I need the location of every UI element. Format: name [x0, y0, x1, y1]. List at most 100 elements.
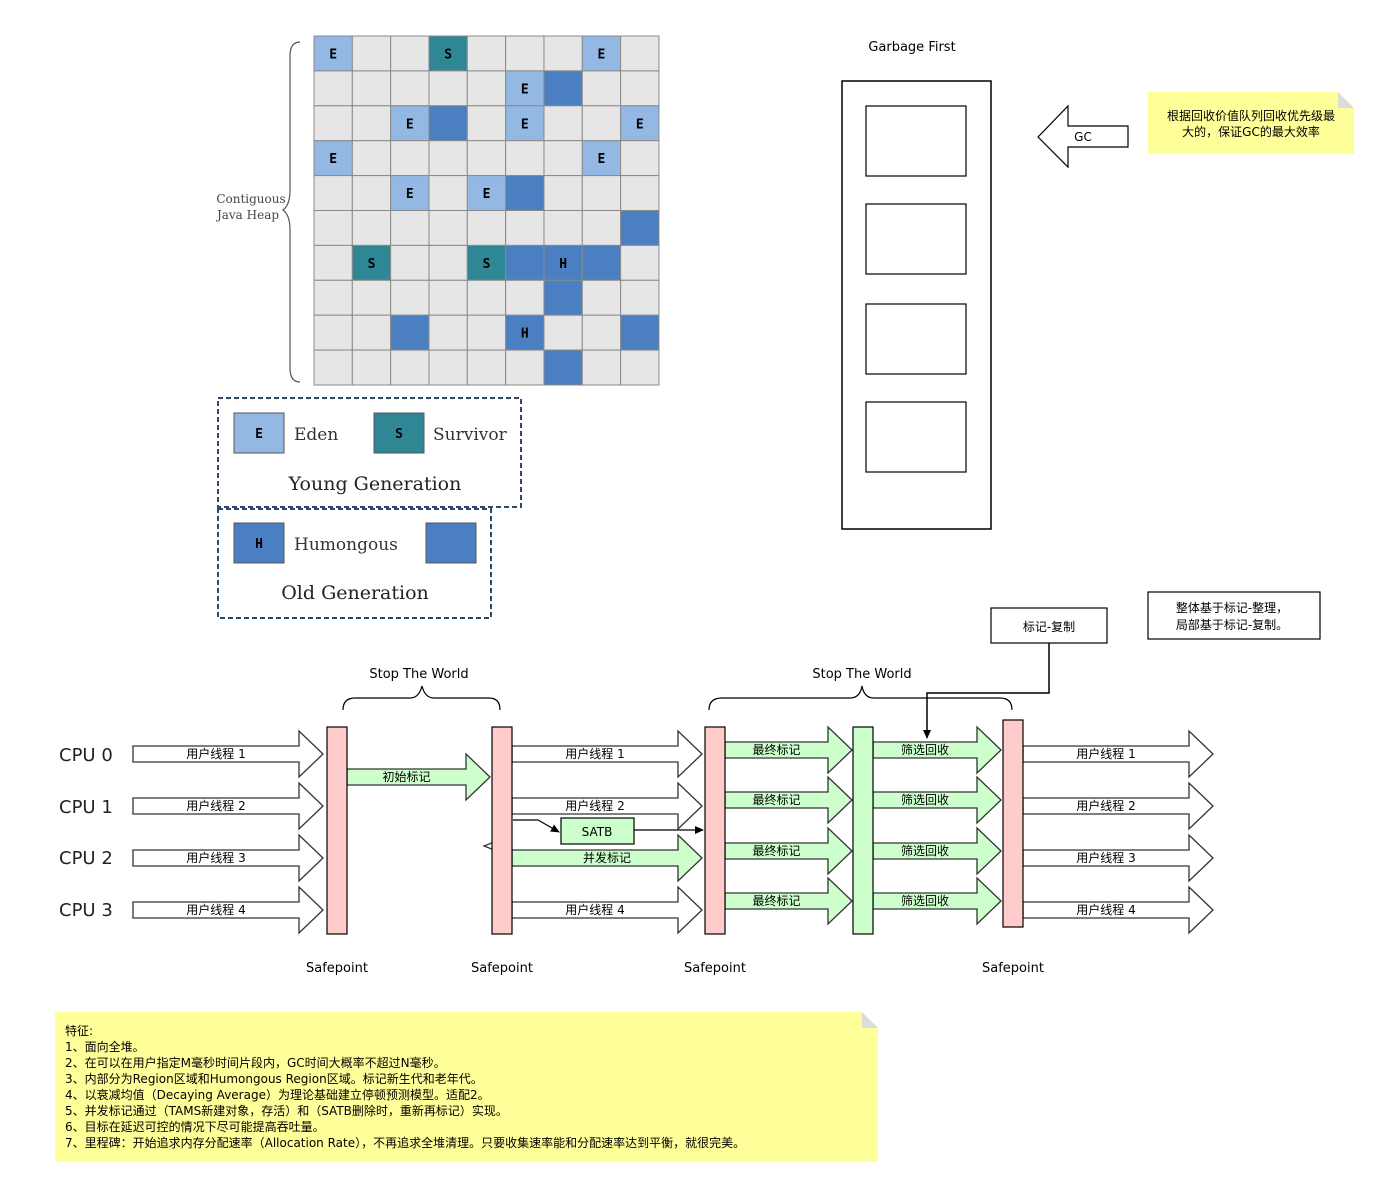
heap-cell-letter: E [329, 152, 337, 167]
heap-cell [390, 279, 430, 316]
heap-cell [581, 349, 622, 386]
filter-collect-arrow-0 [872, 725, 1002, 775]
heap-cell [543, 70, 583, 107]
heap-cell [313, 175, 353, 212]
heap-cell [428, 314, 468, 351]
user-thread-arrow-seg4-3 [1022, 885, 1214, 935]
heap-cell [313, 279, 353, 316]
heap-cell-letter: E [636, 117, 644, 132]
heap-brace [281, 41, 301, 383]
initial-mark-arrow [346, 752, 491, 802]
features-note-fold [862, 1012, 878, 1028]
features-item-1: 1、面向全堆。 [65, 1039, 145, 1054]
heap-cell [505, 140, 545, 177]
heap-cell [390, 244, 430, 281]
heap-cell-letter: E [406, 117, 414, 132]
heap-cell-letter: E [483, 187, 491, 202]
heap-cell [313, 35, 353, 72]
features-item-3: 3、内部分为Region区域和Humongous Region区域。标记新生代和… [65, 1071, 483, 1086]
heap-cell [466, 35, 507, 72]
user-thread-arrow-seg4-2 [1022, 833, 1214, 883]
heap-cell-letter: H [559, 257, 567, 272]
heap-cell-letter: E [329, 47, 337, 62]
user-thread-arrow-seg1-3-label: 用户线程 4 [186, 902, 245, 917]
heap-cell [390, 349, 430, 386]
heap-cell [313, 105, 353, 142]
heap-cell [466, 279, 507, 316]
heap-cell [543, 105, 583, 142]
features-title: 特征: [65, 1023, 93, 1038]
heap-cell [351, 175, 392, 212]
user-thread-arrow-seg1-2 [132, 833, 324, 883]
user-thread-arrow-seg1-1 [132, 781, 324, 831]
user-thread-arrow-seg1-2-label: 用户线程 3 [186, 850, 245, 865]
heap-cell [428, 244, 468, 281]
cpu-label-2: CPU 2 [59, 848, 113, 869]
stw-label-1: Stop The World [369, 667, 468, 682]
heap-cell [581, 314, 622, 351]
heap-cell [505, 105, 545, 142]
safepoint-bar-2 [491, 726, 513, 935]
user-thread-arrow-seg4-2-label: 用户线程 3 [1076, 850, 1135, 865]
heap-cell [505, 279, 545, 316]
user-thread-arrow-seg2-1-label: 用户线程 2 [565, 798, 624, 813]
final-mark-arrow-2-label: 最终标记 [752, 843, 800, 858]
satb-label: SATB [582, 825, 613, 839]
stw-label-2: Stop The World [812, 667, 911, 682]
legend-humongous-swatch [233, 522, 285, 564]
heap-cell-letter: H [521, 327, 529, 342]
user-thread-arrow-seg2-1 [511, 781, 703, 831]
heap-cell [466, 210, 507, 246]
final-mark-arrow-3-label: 最终标记 [752, 893, 800, 908]
cpu-label-3: CPU 3 [59, 900, 113, 921]
user-thread-arrow-seg4-0-label: 用户线程 1 [1076, 746, 1135, 761]
filter-collect-arrow-2-label: 筛选回收 [901, 843, 949, 858]
heap-cell [543, 175, 583, 212]
heap-cell [351, 314, 392, 351]
heap-cell-letter: E [598, 47, 606, 62]
heap-cell [543, 279, 583, 316]
heap-cell [543, 35, 583, 72]
user-thread-arrow-seg4-0 [1022, 729, 1214, 779]
user-thread-arrow-seg1-1-label: 用户线程 2 [186, 798, 245, 813]
legend-survivor-letter: S [395, 427, 403, 442]
heap-cell [620, 244, 660, 281]
user-thread-arrow-seg4-1 [1022, 781, 1214, 831]
legend-eden-swatch [233, 412, 285, 454]
stw-brace-1 [342, 685, 501, 711]
heap-cell [581, 210, 622, 246]
final-mark-arrow-0-label: 最终标记 [752, 742, 800, 757]
heap-cell [581, 105, 622, 142]
heap-cell [313, 349, 353, 386]
note-top-line1: 根据回收价值队列回收优先级最 [1167, 108, 1335, 123]
legend-young-title: Young Generation [288, 473, 462, 495]
heap-brace-label-line2: Java Heap [215, 208, 279, 222]
heap-cell [428, 70, 468, 107]
note-top-line2: 大的，保证GC的最大效率 [1182, 124, 1320, 139]
heap-cell [351, 244, 392, 281]
satb-box [560, 817, 635, 845]
heap-cell [390, 70, 430, 107]
filter-collect-arrow-1 [872, 775, 1002, 825]
heap-cell [428, 35, 468, 72]
final-mark-arrow-1-label: 最终标记 [752, 792, 800, 807]
user-thread-arrow-seg2-0-label: 用户线程 1 [565, 746, 624, 761]
heap-cell [466, 70, 507, 107]
features-item-2: 2、在可以在用户指定M毫秒时间片段内，GC时间大概率不超过N毫秒。 [65, 1055, 446, 1070]
heap-cell [351, 105, 392, 142]
heap-cell [620, 70, 660, 107]
final-mark-arrow-1 [724, 775, 853, 825]
features-item-6: 6、目标在延迟可控的情况下尽可能提高吞吐量。 [65, 1119, 325, 1134]
legend-humongous-label: Humongous [294, 535, 398, 555]
g1-title: Garbage First [868, 40, 955, 55]
final-mark-arrow-2 [724, 826, 853, 876]
legend-eden-label: Eden [294, 425, 338, 445]
heap-cell [505, 175, 545, 212]
heap-brace-label-line1: Contiguous [216, 192, 285, 206]
mark-copy-connector [923, 643, 1050, 739]
heap-cell [620, 35, 660, 72]
g1-region-4 [865, 401, 967, 473]
legend-survivor-swatch [373, 412, 425, 454]
